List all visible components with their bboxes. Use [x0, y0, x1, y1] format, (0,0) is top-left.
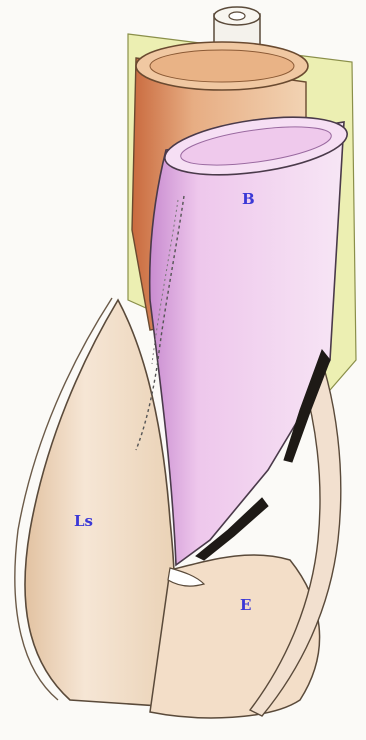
label-b: B	[242, 190, 255, 208]
label-ls: Ls	[74, 512, 93, 530]
label-e: E	[240, 596, 251, 614]
tissue-ls	[25, 300, 175, 706]
